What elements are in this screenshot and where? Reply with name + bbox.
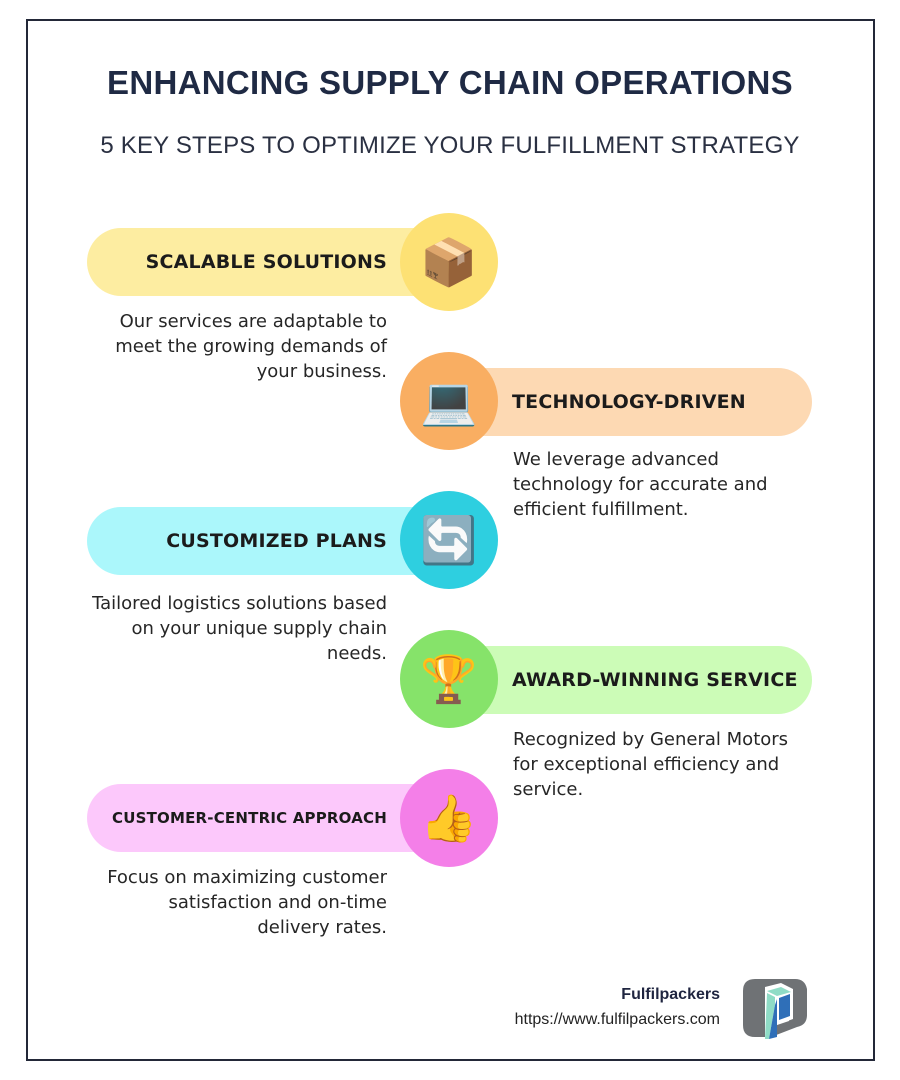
brand-name: Fulfilpackers [621, 986, 720, 1003]
step-5-description: Focus on maximizing customer satisfactio… [107, 867, 387, 938]
step-5-pill: CUSTOMER-CENTRIC APPROACH [87, 784, 451, 852]
step-2-pill: TECHNOLOGY-DRIVEN [448, 368, 812, 436]
laptop-icon: 💻 [400, 352, 498, 450]
step-4-label: AWARD-WINNING SERVICE [512, 669, 798, 691]
step-2-label: TECHNOLOGY-DRIVEN [512, 391, 746, 413]
refresh-arrows-icon: 🔄 [400, 491, 498, 589]
step-1-pill: SCALABLE SOLUTIONS [87, 228, 451, 296]
fulfilpackers-logo-icon [743, 979, 807, 1039]
step-2-description: We leverage advanced technology for accu… [513, 449, 768, 520]
step-1-label: SCALABLE SOLUTIONS [145, 251, 387, 273]
step-1-description: Our services are adaptable to meet the g… [115, 311, 387, 382]
step-5-label: CUSTOMER-CENTRIC APPROACH [112, 809, 387, 827]
step-3-description: Tailored logistics solutions based on yo… [92, 593, 387, 664]
step-3-label: CUSTOMIZED PLANS [166, 530, 387, 552]
brand-url-link[interactable]: https://www.fulfilpackers.com [514, 1011, 720, 1028]
step-4-pill: AWARD-WINNING SERVICE [448, 646, 812, 714]
step-3-pill: CUSTOMIZED PLANS [87, 507, 451, 575]
thumbs-up-icon: 👍 [400, 769, 498, 867]
page-title: ENHANCING SUPPLY CHAIN OPERATIONS [107, 64, 793, 101]
package-icon: 📦 [400, 213, 498, 311]
trophy-icon: 🏆 [400, 630, 498, 728]
step-4-description: Recognized by General Motors for excepti… [513, 729, 789, 800]
page-subtitle: 5 KEY STEPS TO OPTIMIZE YOUR FULFILLMENT… [100, 132, 800, 159]
